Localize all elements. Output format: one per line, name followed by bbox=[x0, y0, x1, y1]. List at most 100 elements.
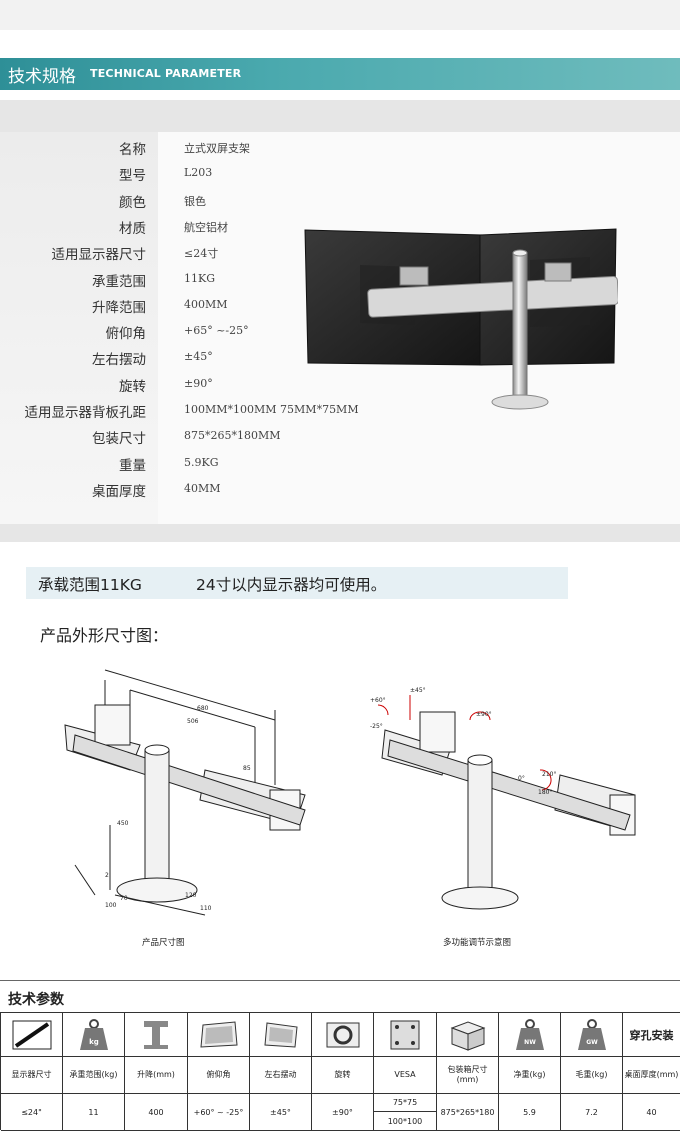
params-title: 技术参数 bbox=[8, 992, 64, 1008]
param-value: ±45° bbox=[250, 1094, 312, 1131]
angle-swivel: ±45° bbox=[410, 687, 426, 694]
spec-label: 型号 bbox=[119, 168, 146, 185]
param-value: 40 bbox=[623, 1094, 680, 1131]
dim-110: 110 bbox=[200, 905, 212, 912]
angle-rotate: ±90° bbox=[476, 711, 492, 718]
spec-label: 材质 bbox=[119, 220, 146, 237]
spec-label: 重量 bbox=[119, 457, 146, 474]
angle-180: 180° bbox=[538, 789, 552, 796]
spec-row: 左右摆动±45° bbox=[0, 344, 680, 370]
dimension-caption: 产品尺寸图 bbox=[142, 938, 185, 948]
spec-label: 名称 bbox=[119, 142, 146, 158]
param-label: 显示器尺寸 bbox=[1, 1057, 63, 1094]
tilt-icon bbox=[188, 1013, 250, 1057]
param-label: 桌面厚度(mm) bbox=[623, 1057, 680, 1094]
spec-value: 400MM bbox=[184, 297, 228, 311]
param-value: 400 bbox=[125, 1094, 188, 1131]
spec-label: 颜色 bbox=[119, 194, 146, 211]
adjustment-drawing: +60° -25° ±45° ±90° 0° 210° 180° bbox=[370, 687, 636, 910]
svg-text:kg: kg bbox=[89, 1038, 99, 1046]
dimension-drawing: 680 506 85 450 2 100 70 120 110 bbox=[64, 669, 306, 916]
param-value: 5.9 bbox=[499, 1094, 561, 1131]
spec-label: 左右摆动 bbox=[92, 352, 146, 369]
dim-100: 100 bbox=[105, 902, 117, 909]
gw-weight-icon: GW bbox=[561, 1013, 623, 1057]
param-label: 包装箱尺寸 (mm) bbox=[437, 1057, 499, 1094]
param-label: 净重(kg) bbox=[499, 1057, 561, 1094]
spec-label: 升降范围 bbox=[92, 299, 146, 316]
angle-up: +60° bbox=[370, 697, 386, 704]
spec-value: ≤24寸 bbox=[184, 247, 219, 261]
angle-zero: 0° bbox=[518, 775, 525, 782]
dim-120: 120 bbox=[185, 892, 197, 899]
spec-label: 俯仰角 bbox=[105, 326, 147, 343]
param-label: VESA bbox=[374, 1057, 437, 1094]
param-value-vesa-75: 75*75 bbox=[374, 1094, 437, 1112]
lift-icon bbox=[125, 1013, 188, 1057]
dim-70: 70 bbox=[120, 895, 128, 902]
angle-down: -25° bbox=[370, 723, 383, 730]
spec-row: 旋转 ±90° bbox=[0, 371, 680, 397]
spec-value: 40MM bbox=[184, 481, 221, 495]
spec-value: 航空铝材 bbox=[184, 220, 228, 234]
dim-450: 450 bbox=[117, 820, 129, 827]
spec-label: 桌面厚度 bbox=[92, 483, 146, 500]
dim-506: 506 bbox=[187, 718, 199, 725]
nw-weight-icon: NW bbox=[499, 1013, 561, 1057]
load-banner: 承载范围11KG 24寸以内显示器均可使用。 bbox=[26, 567, 568, 599]
param-value-vesa-100: 100*100 bbox=[374, 1112, 437, 1131]
swivel-icon bbox=[250, 1013, 312, 1057]
spec-row: 俯仰角+65° ~-25° bbox=[0, 318, 680, 344]
angle-210: 210° bbox=[542, 771, 556, 778]
param-label: 毛重(kg) bbox=[561, 1057, 623, 1094]
svg-text:NW: NW bbox=[524, 1039, 536, 1046]
spec-label: 承重范围 bbox=[92, 273, 146, 290]
spec-row: 材质 航空铝材 bbox=[0, 213, 680, 239]
dim-2: 2 bbox=[105, 872, 109, 879]
param-value: ±90° bbox=[312, 1094, 374, 1131]
param-value: +60° ~ -25° bbox=[188, 1094, 250, 1131]
spec-value: ±90° bbox=[184, 376, 213, 390]
package-box-icon bbox=[437, 1013, 499, 1057]
dim-85: 85 bbox=[243, 765, 251, 772]
param-value: 7.2 bbox=[561, 1094, 623, 1131]
param-value: ≤24" bbox=[1, 1094, 63, 1131]
hole-mount-label: 穿孔安装 bbox=[629, 1028, 674, 1042]
vesa-icon bbox=[374, 1013, 437, 1057]
param-label: 俯仰角 bbox=[188, 1057, 250, 1094]
section-title-cn: 技术规格 bbox=[8, 67, 76, 87]
spec-row: 名称 立式双屏支架 bbox=[0, 134, 680, 160]
spec-label: 包装尺寸 bbox=[92, 431, 146, 448]
rotate-icon bbox=[312, 1013, 374, 1057]
svg-text:GW: GW bbox=[586, 1039, 598, 1046]
param-value: 11 bbox=[63, 1094, 125, 1131]
dim-680: 680 bbox=[197, 705, 209, 712]
spec-row: 桌面厚度 40MM bbox=[0, 476, 680, 502]
spec-row: 适用显示器尺寸 ≤24寸 bbox=[0, 239, 680, 265]
param-label: 升降(mm) bbox=[125, 1057, 188, 1094]
spec-row: 颜色银色 bbox=[0, 187, 680, 213]
product-photo bbox=[304, 228, 618, 410]
spec-value: 875*265*180MM bbox=[184, 429, 281, 443]
spec-value: 100MM*100MM 75MM*75MM bbox=[184, 403, 359, 416]
kg-weight-icon: kg bbox=[63, 1013, 125, 1057]
param-label: 左右摆动 bbox=[250, 1057, 312, 1094]
spec-label: 旋转 bbox=[119, 378, 146, 395]
spec-value: 立式双屏支架 bbox=[184, 142, 250, 155]
spec-row: 包装尺寸 875*265*180MM bbox=[0, 423, 680, 449]
param-label: 承重范围(kg) bbox=[63, 1057, 125, 1094]
screen-size-note: 24寸以内显示器均可使用。 bbox=[196, 576, 387, 594]
dimension-title: 产品外形尺寸图： bbox=[40, 626, 169, 645]
spec-row: 升降范围 400MM bbox=[0, 292, 680, 318]
hole-mount-header: 穿孔安装 bbox=[623, 1013, 680, 1057]
spec-label: 适用显示器尺寸 bbox=[51, 247, 147, 264]
diagonal-size-icon bbox=[1, 1013, 63, 1057]
load-capacity: 承载范围11KG bbox=[38, 576, 142, 594]
section-title-en: TECHNICAL PARAMETER bbox=[90, 67, 242, 80]
